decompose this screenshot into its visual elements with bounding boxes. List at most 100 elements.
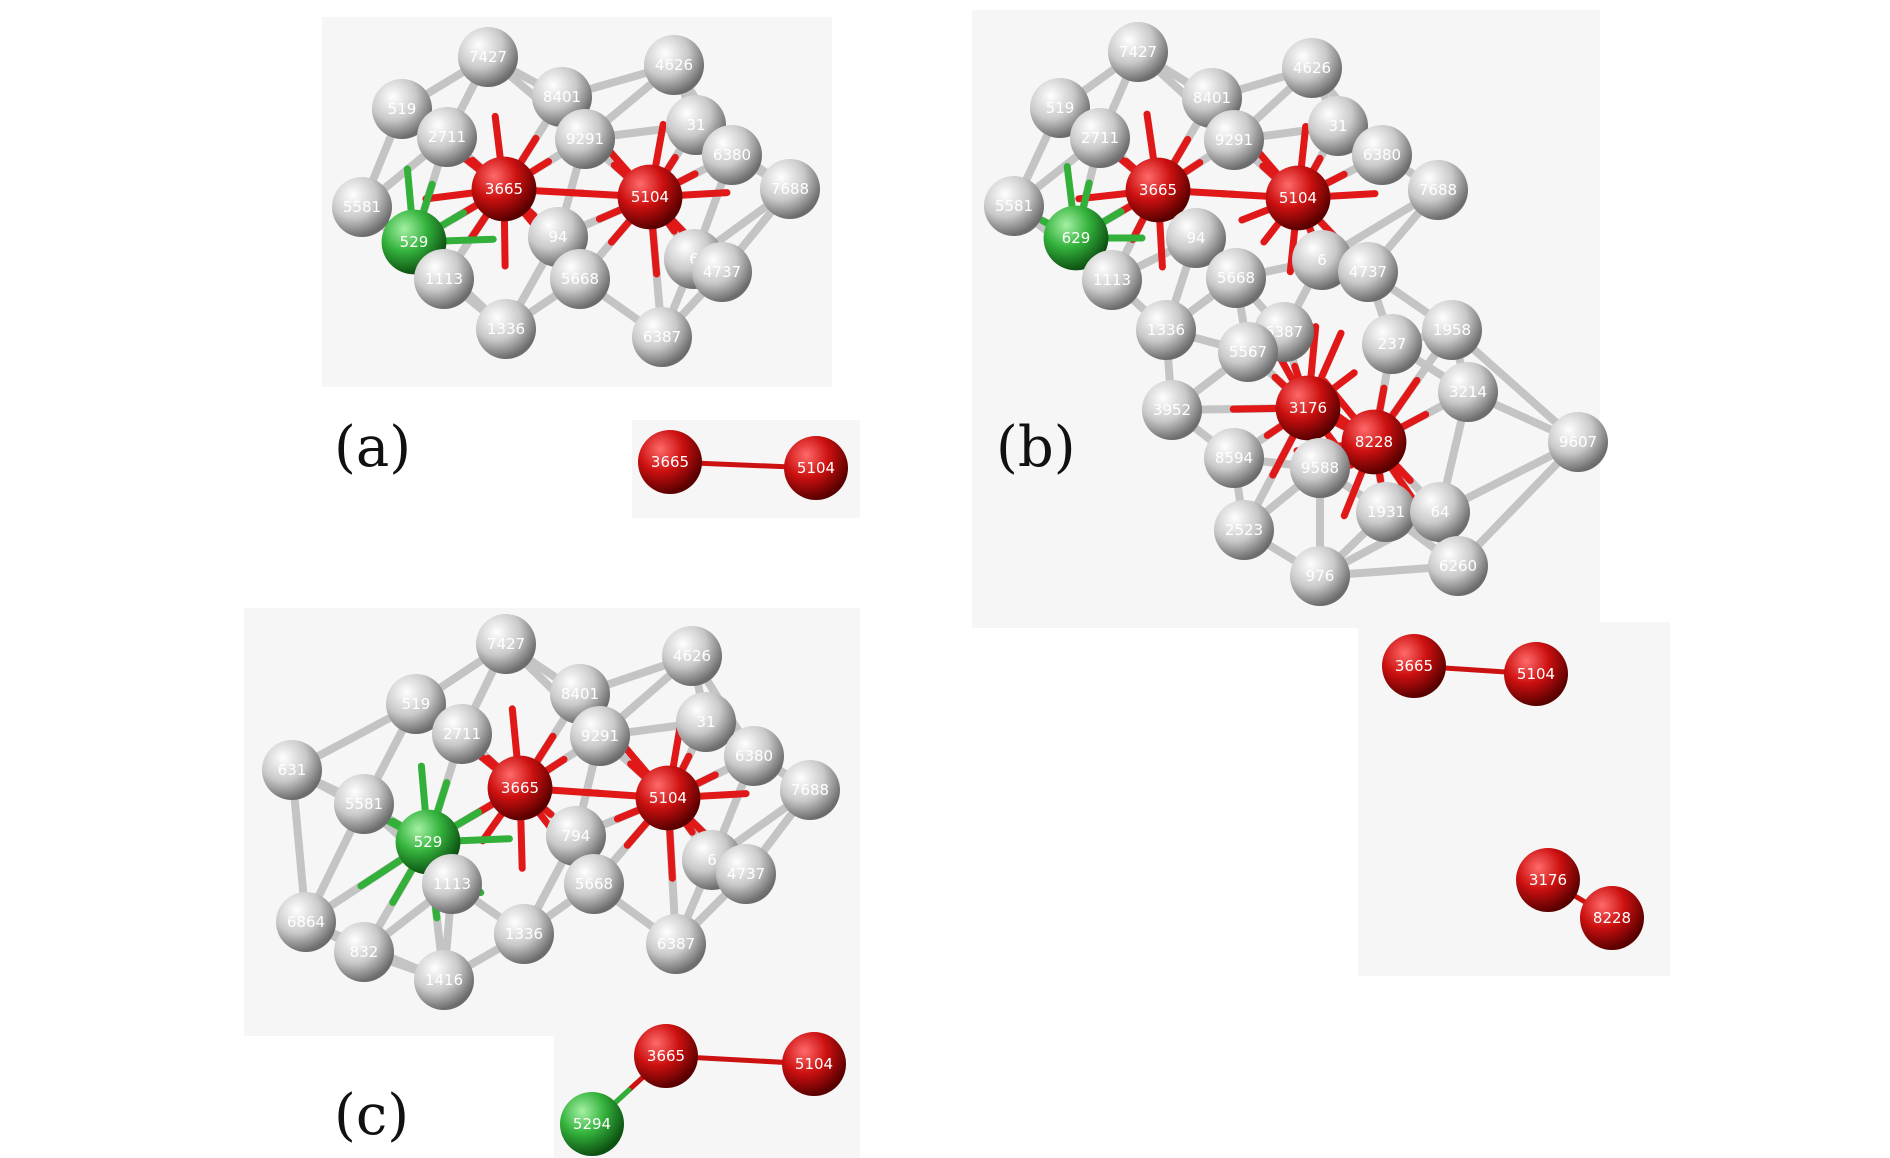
atom-sphere <box>1214 500 1274 560</box>
atom-519: 519 <box>386 674 446 734</box>
atom-sphere <box>386 674 446 734</box>
atom-sphere <box>1341 409 1407 475</box>
atom-sphere <box>1204 428 1264 488</box>
atom-3665: 3665 <box>1125 157 1191 223</box>
atom-sphere <box>1070 108 1130 168</box>
atom-sphere <box>476 299 536 359</box>
atom-label: 1336 <box>1147 321 1185 339</box>
atom-label: 8228 <box>1355 433 1393 451</box>
atom-631: 631 <box>262 740 322 800</box>
atom-sphere <box>1125 157 1191 223</box>
atom-label: 9291 <box>1215 131 1253 149</box>
atom-519: 519 <box>372 79 432 139</box>
atom-5104: 5104 <box>1504 642 1568 706</box>
atom-label: 6380 <box>713 146 751 164</box>
atom-sphere <box>646 914 706 974</box>
atom-sphere <box>1438 362 1498 422</box>
atom-1336: 1336 <box>494 904 554 964</box>
atom-label: 6 <box>689 250 699 268</box>
atom-sphere <box>1082 250 1142 310</box>
atom-6260: 6260 <box>1428 536 1488 596</box>
atom-label: 3665 <box>1395 657 1433 675</box>
atom-9291: 9291 <box>570 706 630 766</box>
atom-2711: 2711 <box>1070 108 1130 168</box>
atom-label: 6 <box>1317 251 1327 269</box>
atom-sphere <box>471 156 537 222</box>
atom-sphere <box>724 726 784 786</box>
atom-sphere <box>782 1032 846 1096</box>
atom-sphere <box>417 107 477 167</box>
panel-a-label: (a) <box>334 415 412 480</box>
atom-label: 9607 <box>1559 433 1597 451</box>
atom-6387: 6387 <box>632 307 692 367</box>
atom-label: 94 <box>548 228 567 246</box>
atom-sphere <box>676 692 736 752</box>
panel-b-cluster: 3665 5104 3176 8228 <box>1382 634 1644 950</box>
atom-label: 5581 <box>345 795 383 813</box>
atom-7688: 7688 <box>1408 160 1468 220</box>
atom-sphere <box>1352 125 1412 185</box>
atom-sphere <box>702 125 762 185</box>
atom-label: 1336 <box>505 925 543 943</box>
atom-sphere <box>635 765 701 831</box>
atom-label: 5104 <box>631 188 669 206</box>
atom-sphere <box>1043 205 1109 271</box>
atom-6380: 6380 <box>702 125 762 185</box>
atom-9291: 9291 <box>1204 110 1264 170</box>
atom-1336: 1336 <box>1136 300 1196 360</box>
atom-sphere <box>1166 208 1226 268</box>
atom-label: 794 <box>562 827 591 845</box>
atom-sphere <box>644 35 704 95</box>
atom-label: 5668 <box>1217 269 1255 287</box>
atom-8228: 8228 <box>1341 409 1407 475</box>
atom-sphere <box>487 755 553 821</box>
atom-sphere <box>638 430 702 494</box>
atom-label: 7427 <box>487 635 525 653</box>
atom-label: 3665 <box>501 779 539 797</box>
atom-label: 4737 <box>1349 263 1387 281</box>
atom-3952: 3952 <box>1142 380 1202 440</box>
atom-7688: 7688 <box>780 760 840 820</box>
atom-label: 8228 <box>1593 909 1631 927</box>
atom-1113: 1113 <box>414 249 474 309</box>
atom-3176: 3176 <box>1275 375 1341 441</box>
atom-sphere <box>1292 230 1352 290</box>
atom-label: 6380 <box>735 747 773 765</box>
atom-9291: 9291 <box>555 109 615 169</box>
panel-b-label: (b) <box>996 415 1076 480</box>
atom-label: 976 <box>1306 567 1335 585</box>
atom-sphere <box>617 164 683 230</box>
atom-sphere <box>1548 412 1608 472</box>
atom-sphere <box>550 249 610 309</box>
atom-label: 5104 <box>1279 189 1317 207</box>
atom-label: 3665 <box>485 180 523 198</box>
atom-sphere <box>276 892 336 952</box>
atom-label: 9291 <box>566 130 604 148</box>
atom-label: 6387 <box>657 935 695 953</box>
atom-label: 1336 <box>487 320 525 338</box>
atom-2711: 2711 <box>432 704 492 764</box>
atom-sphere <box>780 760 840 820</box>
atom-4737: 4737 <box>1338 242 1398 302</box>
atom-3176: 3176 <box>1516 848 1580 912</box>
atom-4626: 4626 <box>1282 38 1342 98</box>
atom-label: 1113 <box>425 270 463 288</box>
atom-label: 7427 <box>469 48 507 66</box>
atom-sphere <box>334 774 394 834</box>
atom-label: 7427 <box>1119 43 1157 61</box>
atom-sphere <box>422 854 482 914</box>
atom-label: 4737 <box>727 865 765 883</box>
atom-label: 519 <box>402 695 431 713</box>
atom-sphere <box>1308 96 1368 156</box>
atom-7688: 7688 <box>760 159 820 219</box>
atom-1113: 1113 <box>422 854 482 914</box>
atom-sphere <box>560 1092 624 1156</box>
atom-sphere <box>632 307 692 367</box>
atom-8228: 8228 <box>1580 886 1644 950</box>
atom-sphere <box>414 249 474 309</box>
atom-sphere <box>458 27 518 87</box>
atom-4626: 4626 <box>662 626 722 686</box>
